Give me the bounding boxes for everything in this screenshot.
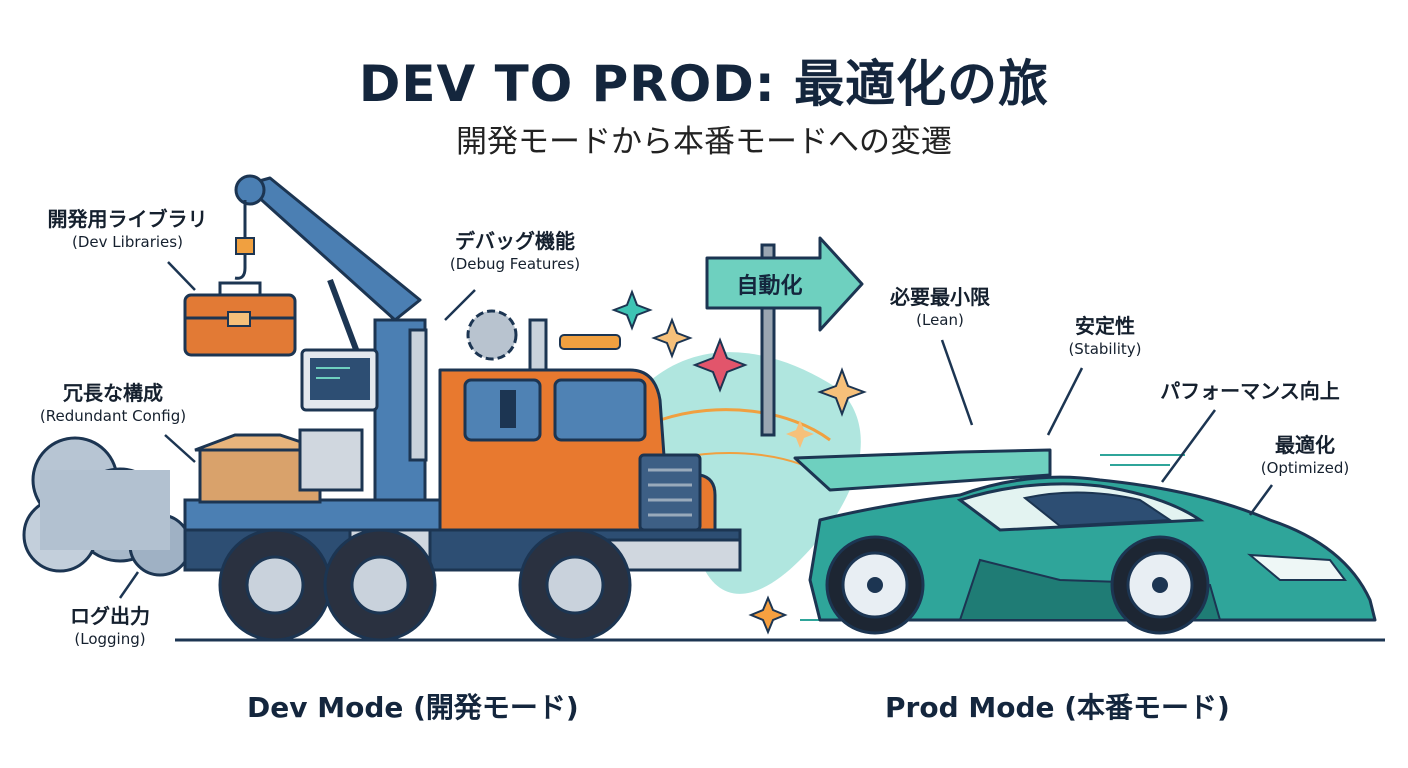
tow-truck <box>183 174 742 642</box>
truck-wheel <box>323 528 437 642</box>
page-subtitle: 開発モードから本番モードへの変遷 <box>456 124 952 160</box>
dev-mode-caption: Dev Mode (開発モード) <box>247 691 579 724</box>
label-logging-en: (Logging) <box>74 630 146 648</box>
label-optimized-jp: 最適化 <box>1275 433 1335 457</box>
label-dev-libraries-en: (Dev Libraries) <box>72 233 183 251</box>
sparkle-icon <box>748 595 788 635</box>
sign-label: 自動化 <box>736 274 803 299</box>
label-debug-features-en: (Debug Features) <box>449 255 581 273</box>
label-optimized: 最適化 (Optimized) <box>1235 432 1375 478</box>
label-lean-en: (Lean) <box>916 311 964 329</box>
sparkle-icon <box>611 289 653 331</box>
sparkle-icon <box>692 337 748 393</box>
label-dev-libraries-jp: 開発用ライブラリ <box>47 207 208 231</box>
truck-wheel <box>218 528 332 642</box>
label-dev-libraries: 開発用ライブラリ (Dev Libraries) <box>20 206 235 252</box>
label-stability-jp: 安定性 <box>1075 314 1135 338</box>
leader-lines <box>118 261 1274 599</box>
label-redundant-config-en: (Redundant Config) <box>39 407 187 425</box>
gear-icon <box>466 309 518 361</box>
toolbox-icon <box>183 281 297 357</box>
label-stability: 安定性 (Stability) <box>1040 313 1170 359</box>
smoke-cloud <box>22 436 192 577</box>
car-wheel <box>1110 535 1210 635</box>
prod-mode-caption: Prod Mode (本番モード) <box>885 691 1230 724</box>
label-lean: 必要最小限 (Lean) <box>870 284 1010 330</box>
label-lean-jp: 必要最小限 <box>890 285 990 309</box>
truck-wheel <box>518 528 632 642</box>
signpost <box>705 236 864 437</box>
sports-car <box>793 448 1377 635</box>
label-debug-features: デバッグ機能 (Debug Features) <box>415 228 615 274</box>
label-debug-features-jp: デバッグ機能 <box>455 229 575 253</box>
label-performance: パフォーマンス向上 <box>1130 378 1370 404</box>
sparkle-icon <box>651 317 693 359</box>
label-stability-en: (Stability) <box>1068 340 1142 358</box>
label-performance-jp: パフォーマンス向上 <box>1160 379 1340 403</box>
car-wheel <box>825 535 925 635</box>
page-title: DEV TO PROD: 最適化の旅 <box>358 55 1050 113</box>
monitor-icon <box>298 348 379 492</box>
label-logging: ログ出力 (Logging) <box>50 603 170 649</box>
label-redundant-config: 冗長な構成 (Redundant Config) <box>8 380 218 426</box>
sparkle-icon <box>817 367 867 417</box>
sparkle-icon <box>786 420 814 448</box>
label-optimized-en: (Optimized) <box>1260 459 1350 477</box>
label-redundant-config-jp: 冗長な構成 <box>63 381 163 405</box>
label-logging-jp: ログ出力 <box>70 604 150 628</box>
